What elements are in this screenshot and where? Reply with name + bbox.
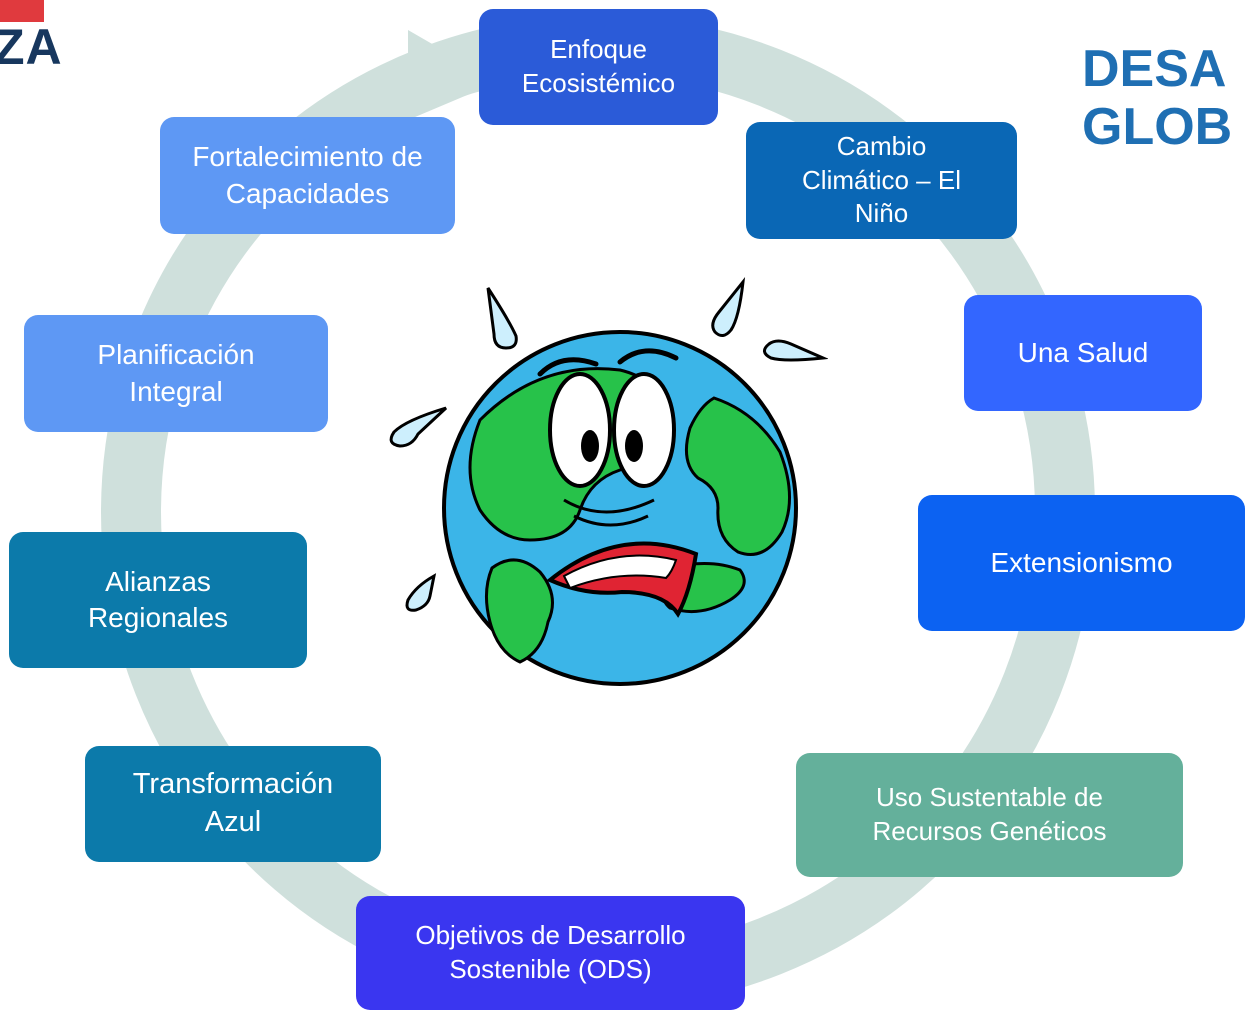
node-extensionismo: Extensionismo [918, 495, 1245, 631]
page-title: DESA GLOB [1082, 40, 1232, 156]
node-label: Enfoque Ecosistémico [521, 34, 676, 98]
node-cambio-climatico: Cambio Climático – El Niño [746, 122, 1017, 239]
node-label: Extensionismo [990, 546, 1173, 578]
node-transformacion-azul: Transformación Azul [85, 746, 381, 862]
worried-earth-icon [389, 277, 828, 686]
node-label: Fortalecimiento de Capacidades [192, 141, 423, 209]
title-line-2: GLOB [1082, 98, 1233, 156]
title-line-1: DESA [1082, 40, 1227, 98]
logo-red-bar [0, 0, 44, 22]
node-label: Uso Sustentable de Recursos Genéticos [872, 782, 1107, 846]
node-alianzas-regionales: Alianzas Regionales [9, 532, 307, 668]
node-enfoque-ecosistemico: Enfoque Ecosistémico [479, 9, 718, 125]
node-fortalecimiento-capacidades: Fortalecimiento de Capacidades [160, 117, 455, 234]
node-label: Cambio Climático – El Niño [802, 130, 961, 229]
node-label: Objetivos de Desarrollo Sostenible (ODS) [415, 920, 686, 984]
node-label: Transformación Azul [132, 768, 334, 838]
node-una-salud: Una Salud [964, 295, 1202, 411]
logo: ZA [0, 19, 63, 75]
node-ods: Objetivos de Desarrollo Sostenible (ODS) [356, 896, 745, 1010]
node-uso-sustentable: Uso Sustentable de Recursos Genéticos [796, 753, 1183, 877]
node-planificacion-integral: Planificación Integral [24, 315, 328, 432]
node-label: Alianzas Regionales [87, 565, 229, 633]
node-label: Una Salud [1017, 336, 1149, 368]
node-label: Planificación Integral [97, 339, 255, 407]
